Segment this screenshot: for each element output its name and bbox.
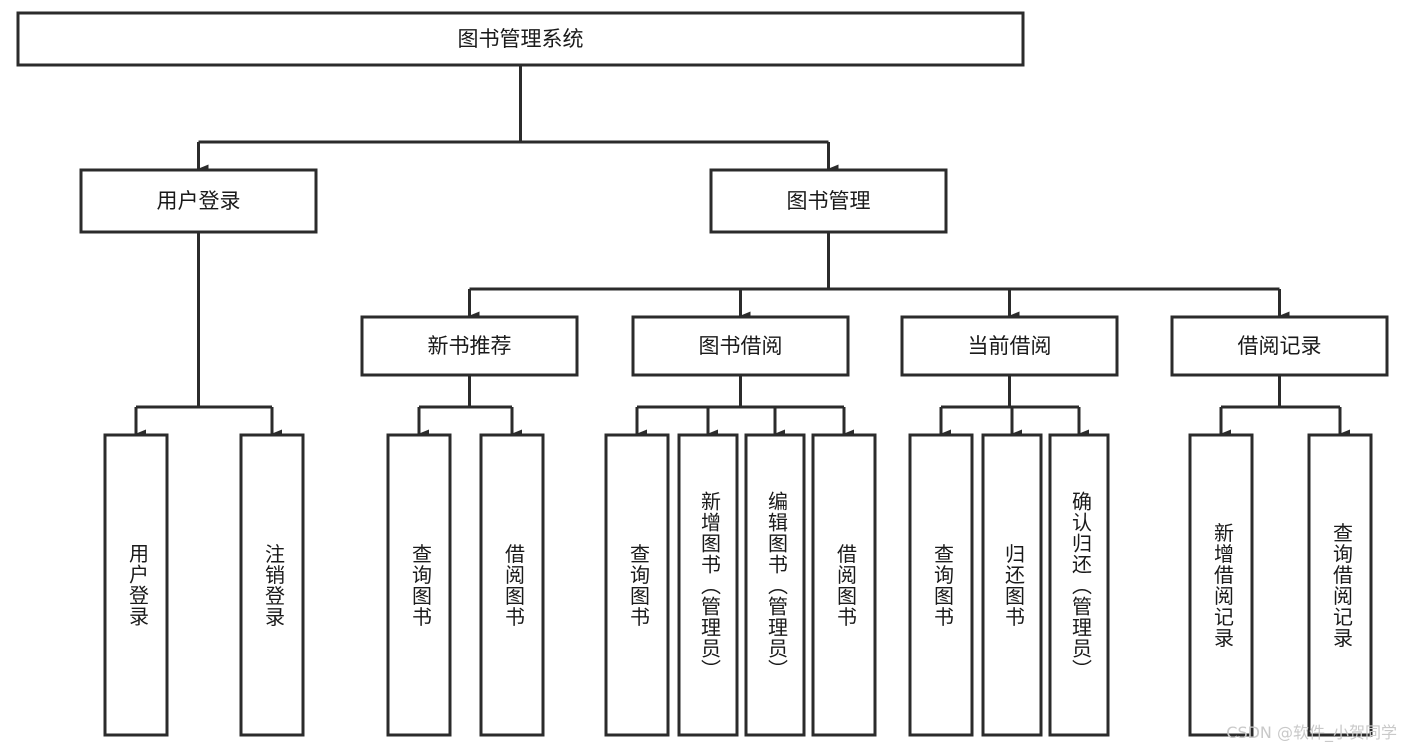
node-label: 查询图书 <box>409 543 433 627</box>
node-box <box>386 433 452 737</box>
node-label: 图书管理 <box>787 189 871 213</box>
node-l3-2[interactable]: 当前借阅 <box>900 315 1119 377</box>
node-label: 新增图书（管理员） <box>698 490 722 679</box>
node-box <box>79 168 318 234</box>
node-box <box>604 433 670 737</box>
node-label: 编辑图书（管理员） <box>765 490 789 679</box>
node-box <box>744 433 806 737</box>
node-label: 归还图书 <box>1002 543 1026 627</box>
node-leaf-6[interactable]: 编辑图书（管理员） <box>744 433 806 737</box>
node-label: 查询图书 <box>931 543 955 627</box>
node-l2-0[interactable]: 用户登录 <box>79 168 318 234</box>
node-label: 图书借阅 <box>699 334 783 358</box>
node-leaf-9[interactable]: 归还图书 <box>981 433 1043 737</box>
node-label: 借阅图书 <box>834 543 858 627</box>
node-label: 查询图书 <box>627 543 651 627</box>
node-label: 借阅记录 <box>1238 334 1322 358</box>
node-label: 用户登录 <box>157 189 241 213</box>
node-box <box>908 433 974 737</box>
watermark-text: CSDN @软件_小贺同学 <box>1226 723 1397 742</box>
node-l2-1[interactable]: 图书管理 <box>709 168 948 234</box>
node-leaf-0[interactable]: 用户登录 <box>103 433 169 737</box>
node-box <box>709 168 948 234</box>
node-leaf-10[interactable]: 确认归还（管理员） <box>1048 433 1110 737</box>
node-box <box>1307 433 1373 737</box>
node-box <box>811 433 877 737</box>
node-leaf-3[interactable]: 借阅图书 <box>479 433 545 737</box>
node-label: 当前借阅 <box>968 334 1052 358</box>
node-label: 查询借阅记录 <box>1330 522 1354 648</box>
node-leaf-11[interactable]: 新增借阅记录 <box>1188 433 1254 737</box>
node-box <box>360 315 579 377</box>
node-leaf-7[interactable]: 借阅图书 <box>811 433 877 737</box>
node-label: 新书推荐 <box>428 334 512 358</box>
node-box <box>981 433 1043 737</box>
node-box <box>1188 433 1254 737</box>
node-leaf-2[interactable]: 查询图书 <box>386 433 452 737</box>
node-box <box>479 433 545 737</box>
node-box <box>677 433 739 737</box>
node-leaf-8[interactable]: 查询图书 <box>908 433 974 737</box>
node-box <box>631 315 850 377</box>
node-leaf-4[interactable]: 查询图书 <box>604 433 670 737</box>
node-box <box>1048 433 1110 737</box>
edge-layer <box>134 65 1350 439</box>
node-leaf-1[interactable]: 注销登录 <box>239 433 305 737</box>
node-layer: 图书管理系统用户登录图书管理新书推荐图书借阅当前借阅借阅记录用户登录注销登录查询… <box>16 11 1389 737</box>
node-box <box>103 433 169 737</box>
node-leaf-5[interactable]: 新增图书（管理员） <box>677 433 739 737</box>
node-label: 用户登录 <box>126 543 150 627</box>
node-l3-1[interactable]: 图书借阅 <box>631 315 850 377</box>
node-root[interactable]: 图书管理系统 <box>16 11 1025 67</box>
node-box <box>16 11 1025 67</box>
node-label: 确认归还（管理员） <box>1069 490 1093 679</box>
node-label: 注销登录 <box>262 543 286 627</box>
node-box <box>900 315 1119 377</box>
node-label: 新增借阅记录 <box>1211 522 1235 648</box>
node-l3-3[interactable]: 借阅记录 <box>1170 315 1389 377</box>
node-label: 图书管理系统 <box>458 27 584 51</box>
node-box <box>239 433 305 737</box>
node-l3-0[interactable]: 新书推荐 <box>360 315 579 377</box>
node-label: 借阅图书 <box>502 543 526 627</box>
node-box <box>1170 315 1389 377</box>
node-leaf-12[interactable]: 查询借阅记录 <box>1307 433 1373 737</box>
